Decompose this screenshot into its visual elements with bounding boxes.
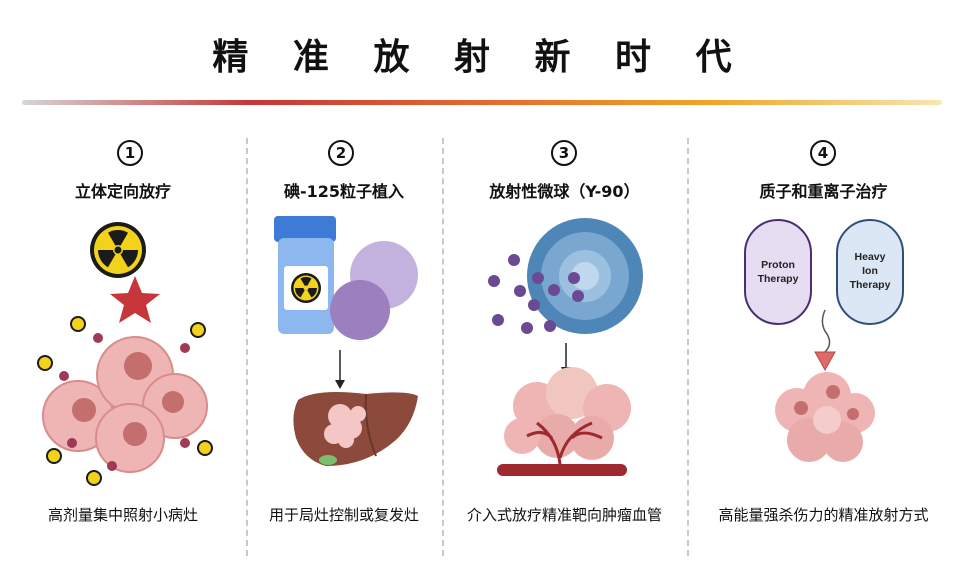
stereotactic-illustration	[37, 222, 213, 486]
blood-vessel-icon	[497, 421, 627, 476]
beam-path-icon	[821, 309, 831, 353]
proton-label-line1: Proton	[761, 259, 795, 271]
panel-divider	[246, 138, 248, 556]
tumor-cluster-icon	[775, 372, 875, 462]
tumor-cluster-icon	[504, 367, 631, 460]
panel-microspheres: 3 放射性微球（Y-90）	[442, 138, 687, 558]
star-icon	[110, 276, 160, 323]
radiation-icon	[90, 222, 146, 278]
arrowhead-icon	[814, 351, 836, 372]
panel-caption: 用于局灶控制或复发灶	[268, 506, 419, 524]
pill-bottle-icon	[274, 216, 336, 334]
panel-particle-therapy: 4 质子和重离子治疗 Proton Therapy Heavy Ion Ther…	[687, 138, 960, 558]
panel-divider	[442, 138, 444, 556]
panel-heading: 质子和重离子治疗	[759, 182, 888, 201]
ion-label-line3: Therapy	[850, 279, 891, 291]
panel-stereotactic: 1 立体定向放疗	[0, 138, 246, 558]
step-number: 4	[810, 140, 836, 166]
microsphere-illustration	[488, 218, 643, 476]
step-number: 3	[551, 140, 577, 166]
title-gradient-bar	[22, 100, 942, 105]
particle-therapy-illustration: Proton Therapy Heavy Ion Therapy	[744, 219, 904, 462]
ion-label-line1: Heavy	[855, 251, 886, 263]
panel-divider	[687, 138, 689, 556]
radiation-icon	[291, 273, 321, 303]
page-title: 精 准 放 射 新 时 代	[212, 37, 748, 78]
proton-pill-icon	[744, 219, 812, 325]
panel-heading: 放射性微球（Y-90）	[489, 182, 640, 201]
ion-pill-icon	[836, 219, 904, 325]
panel-heading: 立体定向放疗	[74, 182, 171, 201]
panel-caption: 高能量强杀伤力的精准放射方式	[718, 506, 929, 524]
seed-sphere-icon	[330, 280, 390, 340]
iodine-illustration	[274, 216, 418, 466]
panel-caption: 介入式放疗精准靶向肿瘤血管	[466, 506, 662, 524]
microsphere-icon	[527, 218, 643, 334]
ion-label-line2: Ion	[862, 265, 878, 277]
panel-heading: 碘-125粒子植入	[283, 182, 405, 201]
proton-label-line2: Therapy	[758, 273, 799, 285]
tumor-cluster-icon	[42, 336, 208, 473]
panel-caption: 高剂量集中照射小病灶	[47, 506, 198, 524]
liver-icon	[293, 392, 418, 466]
step-number: 1	[117, 140, 143, 166]
step-number: 2	[328, 140, 354, 166]
panel-iodine-seeds: 2 碘-125粒子植入	[246, 138, 442, 558]
